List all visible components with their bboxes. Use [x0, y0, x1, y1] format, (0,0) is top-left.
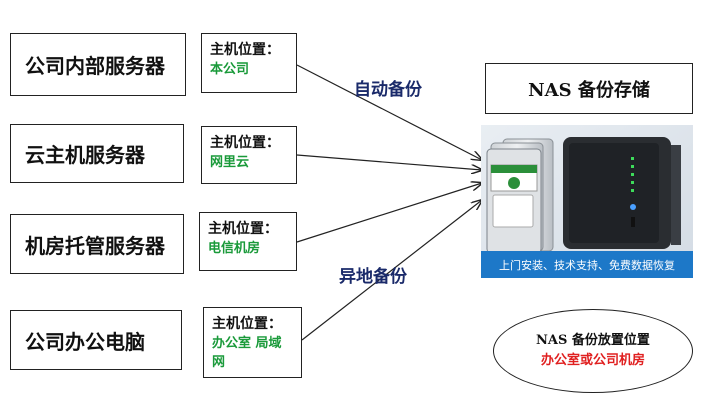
location-label: 主机位置：: [208, 221, 278, 237]
nas-placement-note: NAS 备份放置位置 办公室或公司机房: [493, 309, 693, 393]
location-value: 网里云: [210, 155, 250, 170]
arrow-from-office: [301, 200, 482, 341]
hard-drive-icon: [486, 138, 554, 254]
server-name: 公司内部服务器: [25, 54, 165, 78]
location-value: 办公室 局域网: [212, 336, 282, 370]
nas-title: NAS 备份存储: [528, 79, 650, 101]
server-box-office: 公司办公电脑: [10, 310, 182, 370]
arrow-from-cloud: [296, 154, 482, 170]
arrow-from-internal: [296, 64, 482, 160]
note-location: 办公室或公司机房: [540, 353, 645, 368]
location-box-cloud: 主机位置： 网里云: [201, 126, 297, 184]
nas-title-box: NAS 备份存储: [485, 63, 693, 114]
location-label: 主机位置：: [210, 42, 280, 58]
server-name: 公司办公电脑: [25, 329, 145, 354]
location-box-internal: 主机位置： 本公司: [201, 33, 297, 93]
server-name: 机房托管服务器: [25, 233, 165, 258]
location-label: 主机位置：: [212, 316, 282, 332]
note-title: NAS 备份放置位置: [536, 333, 650, 348]
arrow-from-datacenter: [296, 183, 482, 243]
server-box-cloud: 云主机服务器: [10, 124, 184, 183]
nas-enclosure-icon: [563, 137, 681, 249]
edge-label-offsite-backup: 异地备份: [339, 267, 407, 287]
location-value: 本公司: [210, 62, 250, 77]
nas-device-image: [481, 125, 693, 278]
nas-promo-banner: 上门安装、技术支持、免费数据恢复: [499, 258, 675, 272]
server-name: 云主机服务器: [25, 143, 145, 167]
server-box-datacenter: 机房托管服务器: [10, 214, 184, 274]
location-label: 主机位置：: [210, 135, 280, 151]
location-box-office: 主机位置： 办公室 局域网: [203, 307, 302, 378]
server-box-internal: 公司内部服务器: [10, 33, 186, 96]
edge-label-auto-backup: 自动备份: [354, 80, 422, 100]
location-box-datacenter: 主机位置： 电信机房: [199, 212, 297, 271]
location-value: 电信机房: [208, 241, 261, 256]
